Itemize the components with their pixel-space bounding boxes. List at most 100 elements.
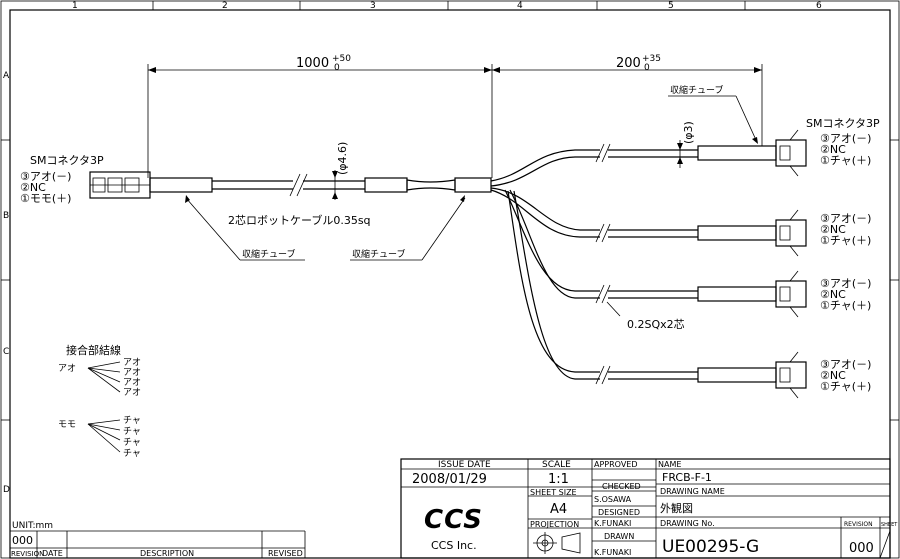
junction-title: 接合部結線 [66,343,121,357]
junction-to-1-4: アオ [123,387,141,398]
projection-label: PROJECTION [530,520,579,529]
revision-no-value: 000 [849,541,874,556]
right-connector-3-pin-3: ③アオ(－) [820,277,871,290]
main-diameter: (φ4.6) [332,142,349,200]
junction-to-1-1: アオ [123,357,141,368]
zone-row-b: B [3,211,9,221]
zone-col-1: 1 [72,1,78,11]
junction-from-1: アオ [58,363,76,374]
main-dimension: 1000 +50 0 [147,54,493,178]
scale-value: 1:1 [548,472,569,487]
main-cable [149,173,492,197]
junction-to-2-2: チャ [123,426,141,437]
drawn-label: DRAWN [604,532,634,541]
right-connector-3-pin-1: ①チャ(＋) [820,299,871,312]
left-connector-pin-1: ①モモ(＋) [20,192,71,205]
branch-diameter-label: (φ3) [682,121,695,144]
branch-wire-label: 0.2SQx2芯 [627,317,685,331]
right-connector-1-name: SMコネクタ3P [806,117,880,130]
drawing-name-value: 外観図 [660,501,693,515]
branch-dimension: 200 +35 0 [492,54,763,146]
branch-tolerance-lower: 0 [644,63,650,73]
drawing-no-label: DRAWING No. [660,519,715,528]
scale-label: SCALE [542,460,571,470]
shrink-tube-label-2: 収縮チューブ [352,248,405,260]
sheet-size-label: SHEET SIZE [530,488,577,497]
right-connector-1-pin-2: ②NC [820,143,846,156]
branch-length: 200 [616,56,641,71]
title-block: ISSUE DATE 2008/01/29 SCALE 1:1 SHEET SI… [400,458,898,559]
right-connector-bodies [775,129,807,399]
zone-labels: 1 2 3 4 5 6 A B C D [3,1,822,495]
left-connector-name: SMコネクタ3P [30,154,104,167]
main-cable-callouts: 2芯ロボットケーブル0.35sq 収縮チューブ 収縮チューブ [185,195,466,261]
revised-header: REVISED [268,549,303,558]
right-connector-2-pin-3: ③アオ(－) [820,212,871,225]
main-tolerance-upper: +50 [332,54,351,64]
name-value: FRCB-F-1 [662,471,712,484]
right-connector-1-pin-3: ③アオ(－) [820,132,871,145]
revision-value: 000 [12,534,33,547]
left-connector-pin-2: ②NC [20,181,46,194]
junction-to-2-3: チャ [123,437,141,448]
date-header: DATE [42,549,63,558]
projection-symbol [533,532,581,554]
right-connector-2-pin-2: ②NC [820,223,846,236]
branch-wires [490,149,600,380]
revision-block: UNIT:mm 000 REVISION DATE DESCRIPTION RE… [10,521,306,558]
checked-label: CHECKED [602,482,641,491]
issue-date-value: 2008/01/29 [412,472,487,487]
left-connector: SMコネクタ3P ③アオ(－) ②NC ①モモ(＋) [20,154,151,205]
branch-tails [608,145,777,383]
designed-value: K.FUNAKI [594,519,631,528]
junction-to-2-4: チャ [123,448,141,459]
right-connector-4-pin-3: ③アオ(－) [820,358,871,371]
main-length: 1000 [296,56,329,71]
sheet-label: SHEET [881,522,898,528]
zone-col-6: 6 [816,1,822,11]
checked-value: S.OSAWA [594,495,632,504]
branch-tolerance-upper: +35 [642,54,661,64]
branch-breaks [595,143,611,385]
junction-to-2-1: チャ [123,415,141,426]
unit-label: UNIT:mm [12,521,53,531]
approved-label: APPROVED [594,460,638,469]
drawing-name-label: DRAWING NAME [660,487,725,496]
zone-col-3: 3 [370,1,376,11]
zone-col-2: 2 [222,1,228,11]
zone-ticks [1,1,899,421]
ccs-logo: CCS [424,505,483,535]
revision-no-label: REVISION [844,521,873,528]
junction-note: 接合部結線 アオ アオ アオ アオ アオ モモ チャ チャ チャ チャ [58,343,141,459]
cable-spec-label: 2芯ロボットケーブル0.35sq [228,213,371,227]
left-connector-pin-3: ③アオ(－) [20,170,71,183]
branch-diameter: (φ3) [677,121,695,168]
zone-col-4: 4 [517,1,523,11]
right-connector-1: SMコネクタ3P ③アオ(－) ②NC ①チャ(＋) [806,117,880,167]
drawing-no-value: UE00295-G [662,537,759,557]
shrink-tube-label-1: 収縮チューブ [242,248,295,260]
right-connector-4-pin-1: ①チャ(＋) [820,380,871,393]
zone-row-d: D [3,485,10,495]
drawn-value: K.FUNAKI [594,548,631,557]
shrink-tube-top-callout: 収縮チューブ [668,84,758,144]
right-connector-2: ③アオ(－) ②NC ①チャ(＋) [820,212,871,247]
zone-row-a: A [3,71,10,81]
company-name: CCS Inc. [431,539,477,552]
shrink-tube-top-label: 収縮チューブ [670,84,723,96]
junction-to-1-2: アオ [123,367,141,378]
zone-col-5: 5 [668,1,674,11]
main-diameter-label: (φ4.6) [336,142,349,175]
right-connector-3: ③アオ(－) ②NC ①チャ(＋) [820,277,871,312]
logo-lettering: CCS [424,505,483,535]
main-tolerance-lower: 0 [334,63,340,73]
right-connector-4: ③アオ(－) ②NC ①チャ(＋) [820,358,871,393]
issue-date-label: ISSUE DATE [438,460,491,470]
junction-to-1-3: アオ [123,377,141,388]
zone-row-c: C [3,347,9,357]
revision-header: REVISION [11,550,44,558]
right-connector-2-pin-1: ①チャ(＋) [820,234,871,247]
right-connector-1-pin-1: ①チャ(＋) [820,154,871,167]
right-connector-3-pin-2: ②NC [820,288,846,301]
